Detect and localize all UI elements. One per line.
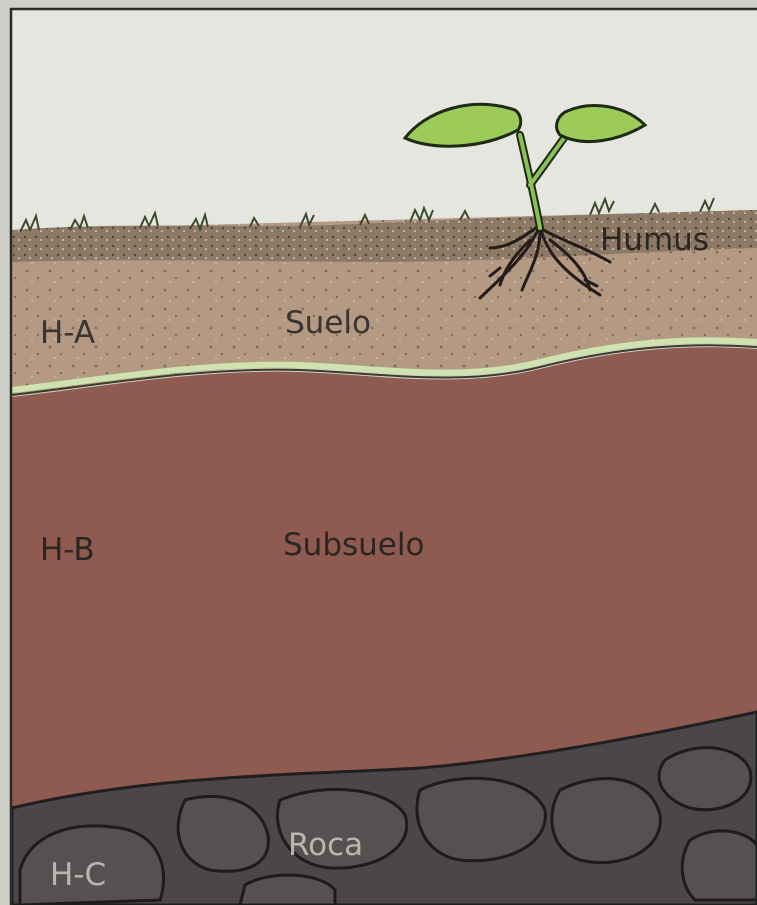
horizon-c-name-label: Roca bbox=[288, 827, 363, 863]
horizon-c-code-label: H-C bbox=[50, 857, 106, 893]
humus-label: Humus bbox=[600, 222, 709, 258]
horizon-b-code-label: H-B bbox=[40, 532, 95, 568]
horizon-a-code-label: H-A bbox=[40, 315, 95, 351]
horizon-a-name-label: Suelo bbox=[285, 305, 371, 341]
horizon-b-name-label: Subsuelo bbox=[283, 527, 424, 563]
